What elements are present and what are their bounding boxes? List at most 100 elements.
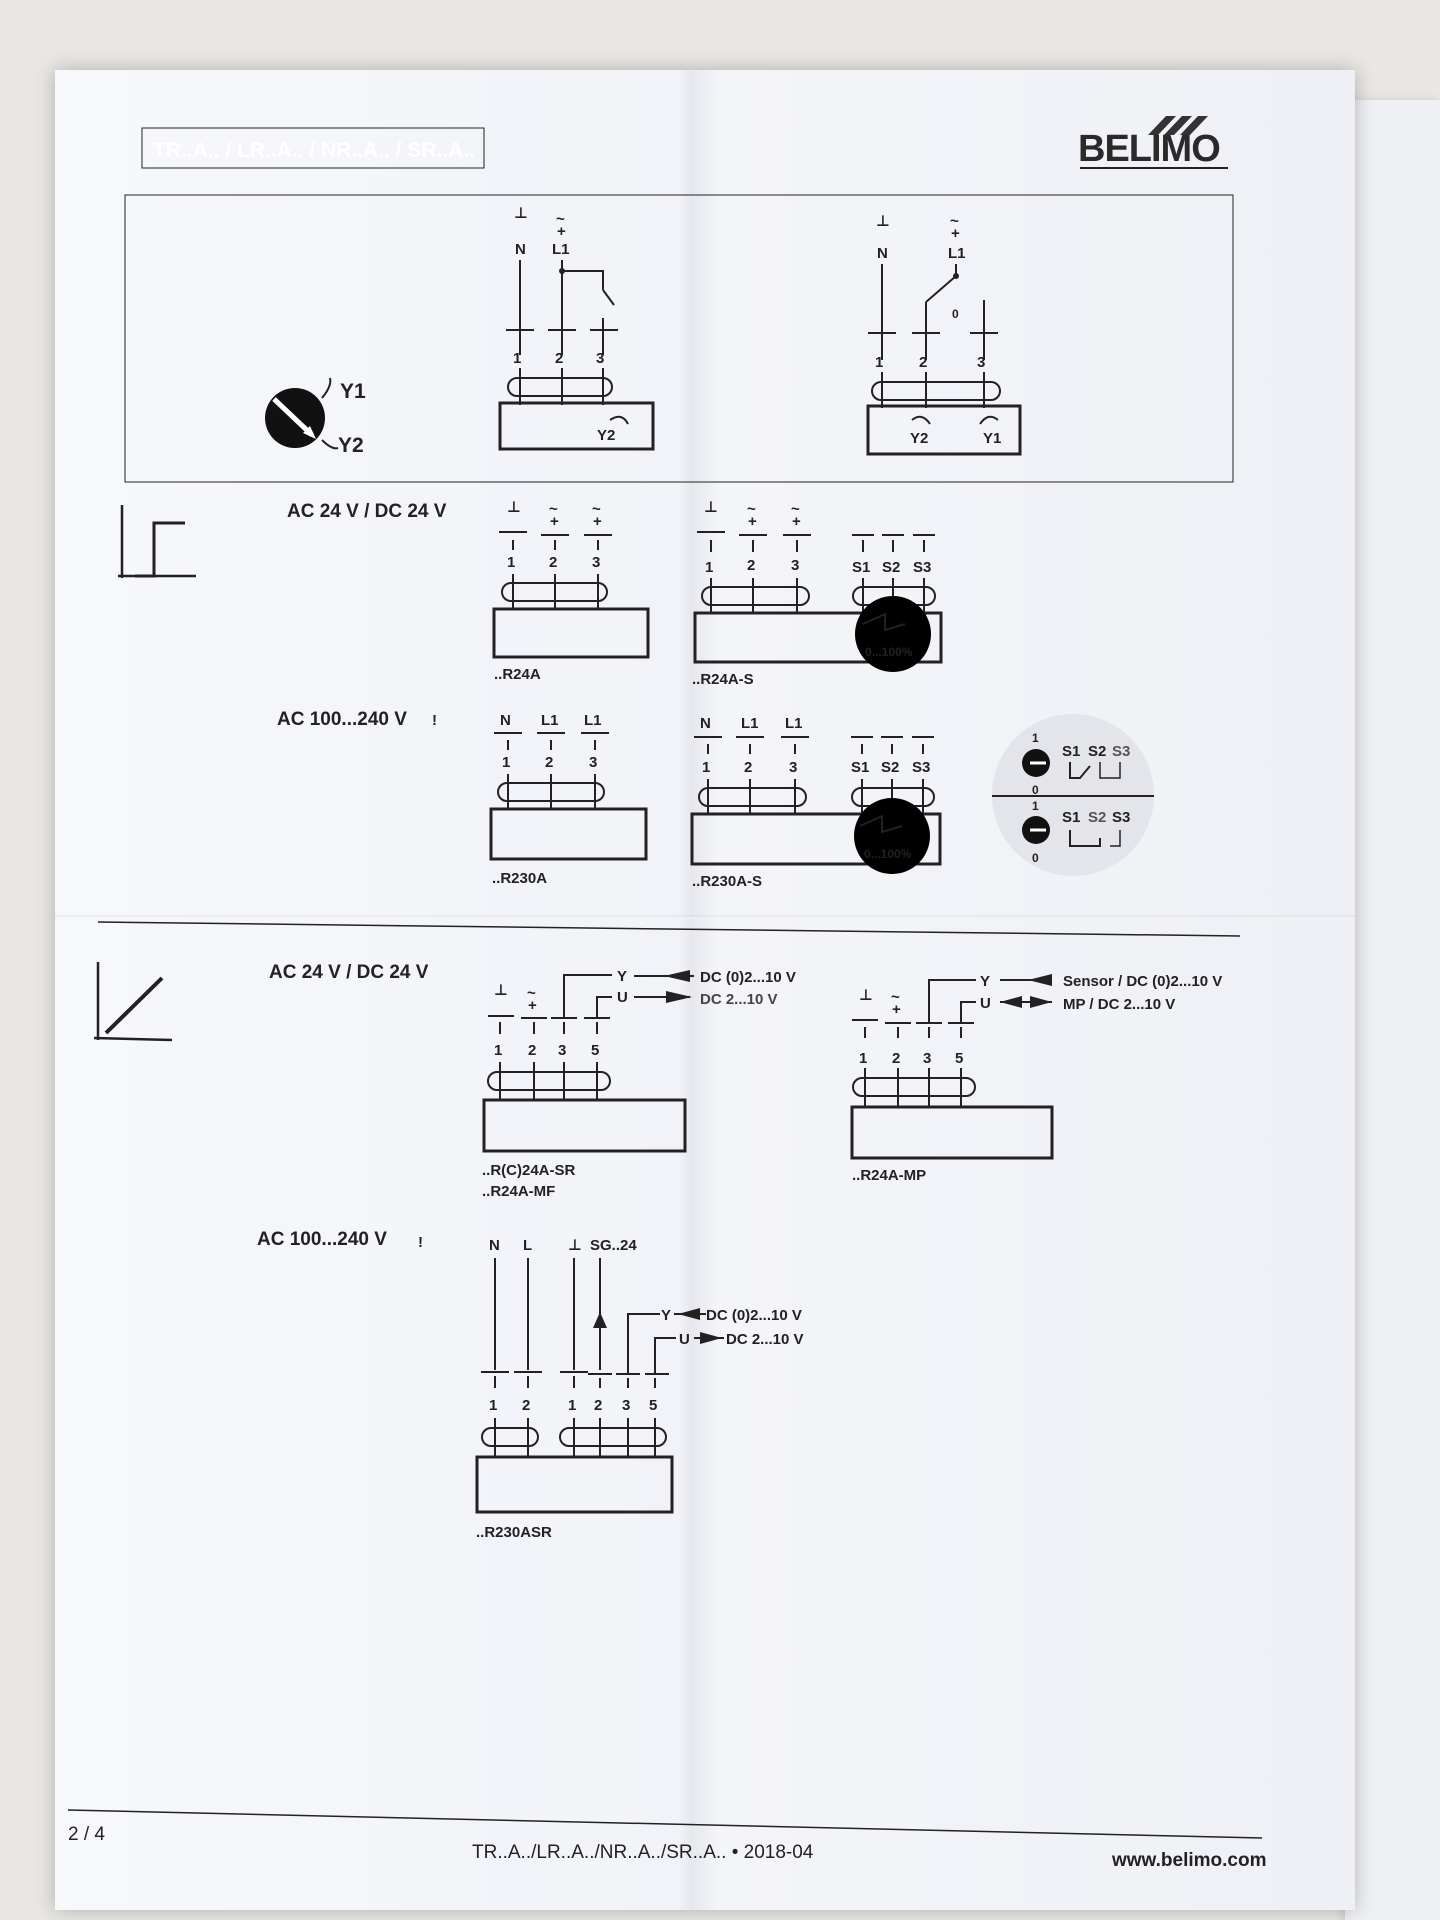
svg-text:+: + — [528, 997, 537, 1014]
diagram-mp: ⊥ ~+ Y U Sensor / DC (0)2...10 V MP / DC… — [850, 973, 1222, 1184]
model-sr: ..R(C)24A-SR — [482, 1162, 576, 1179]
svg-text:~: ~ — [950, 213, 959, 230]
svg-text:L1: L1 — [552, 241, 570, 258]
svg-text:S1: S1 — [852, 559, 870, 576]
svg-text:~: ~ — [791, 501, 800, 518]
onoff-icon — [118, 505, 196, 578]
svg-text:3: 3 — [789, 759, 797, 776]
svg-text:2: 2 — [555, 350, 563, 367]
svg-text:1: 1 — [1032, 799, 1039, 813]
paper-fold — [55, 915, 1355, 919]
document-id: TR..A../LR..A../NR..A../SR..A.. • 2018-0… — [472, 1842, 814, 1863]
svg-text:~: ~ — [556, 211, 565, 228]
svg-text:S1: S1 — [851, 759, 869, 776]
svg-text:3: 3 — [622, 1397, 630, 1414]
svg-text:1: 1 — [502, 754, 510, 771]
svg-text:+: + — [550, 513, 559, 530]
rotation-diagram-left: ⊥N ~+L1 1 2 3 Y2 — [498, 205, 655, 451]
model-r24a-s: ..R24A-S — [692, 671, 754, 688]
dial-r24a-s: 0...100% — [865, 645, 913, 659]
svg-text:⊥: ⊥ — [859, 987, 873, 1004]
model-r230a: ..R230A — [492, 870, 547, 887]
svg-text:1: 1 — [568, 1397, 576, 1414]
diagram-r230a-s: N L1 L1 1 2 3 S1 S2 S3 0...100% ..R230A-… — [690, 715, 942, 890]
svg-text:⊥: ⊥ — [876, 213, 890, 230]
svg-text:!: ! — [418, 1234, 423, 1251]
svg-text:1: 1 — [705, 559, 713, 576]
svg-text:N: N — [515, 241, 526, 258]
model-r230a-s: ..R230A-S — [692, 873, 762, 890]
rotation-panel — [124, 194, 1234, 483]
dial-r230a-s: 0...100% — [864, 847, 912, 861]
svg-text:~: ~ — [527, 985, 536, 1002]
svg-text:S3: S3 — [913, 559, 931, 576]
svg-text:~: ~ — [549, 501, 558, 518]
brand-name: BELIMO — [1078, 128, 1220, 170]
model-mp: ..R24A-MP — [852, 1167, 926, 1184]
svg-text:+: + — [748, 513, 757, 530]
svg-text:DC 2...10 V: DC 2...10 V — [700, 991, 778, 1008]
model-r24a: ..R24A — [494, 666, 541, 683]
svg-text:Y1: Y1 — [983, 430, 1001, 447]
svg-text:L1: L1 — [948, 245, 966, 262]
svg-text:2: 2 — [744, 759, 752, 776]
svg-text:L1: L1 — [541, 712, 559, 729]
mod-ac24-voltage: AC 24 V / DC 24 V — [269, 962, 429, 983]
svg-text:5: 5 — [591, 1042, 599, 1059]
diagram-r24a-s: ⊥ ~+ ~+ 1 2 3 S1 S2 S3 0...100% ..R24A-S — [692, 499, 943, 688]
svg-text:DC 2...10 V: DC 2...10 V — [726, 1331, 804, 1348]
belimo-logo: BELIMO — [1078, 116, 1228, 170]
svg-text:1: 1 — [859, 1050, 867, 1067]
diagram-r230asr: N L ⊥ SG..24 Y U DC (0)2...10 V DC 2...1… — [475, 1237, 804, 1541]
svg-text:S1: S1 — [1062, 743, 1080, 760]
svg-text:L: L — [523, 1237, 532, 1254]
svg-text:S2: S2 — [881, 759, 899, 776]
svg-text:L1: L1 — [584, 712, 602, 729]
svg-text:2: 2 — [545, 754, 553, 771]
svg-text:1: 1 — [494, 1042, 502, 1059]
aux-switch-detail: 1 0 1 0 S1 S2 S3 S1 S2 S3 — [992, 714, 1154, 876]
svg-text:S3: S3 — [1112, 809, 1130, 826]
svg-text:~: ~ — [891, 989, 900, 1006]
svg-text:1: 1 — [489, 1397, 497, 1414]
rotation-y2: Y2 — [338, 434, 364, 457]
svg-text:N: N — [877, 245, 888, 262]
warning-icon: ! — [432, 712, 437, 729]
svg-text:⊥: ⊥ — [514, 205, 528, 222]
svg-text:L1: L1 — [741, 715, 759, 732]
svg-text:S3: S3 — [912, 759, 930, 776]
svg-text:Y: Y — [617, 968, 627, 985]
svg-text:⊥: ⊥ — [507, 499, 521, 516]
adjacent-page-edge — [1345, 100, 1440, 1920]
svg-text:3: 3 — [791, 557, 799, 574]
onoff-ac230-voltage: AC 100...240 V — [277, 709, 407, 730]
svg-text:1: 1 — [507, 554, 515, 571]
svg-text:~: ~ — [747, 501, 756, 518]
svg-text:S2: S2 — [1088, 743, 1106, 760]
svg-text:N: N — [700, 715, 711, 732]
svg-text:2: 2 — [522, 1397, 530, 1414]
svg-text:⊥: ⊥ — [704, 499, 718, 516]
svg-text:DC (0)2...10 V: DC (0)2...10 V — [700, 969, 796, 986]
product-tag: TR..A.. / LR..A.. / NR..A.. / SR..A.. — [153, 139, 475, 162]
svg-text:U: U — [679, 1331, 690, 1348]
svg-text:Y: Y — [661, 1307, 671, 1324]
svg-text:!: ! — [432, 712, 437, 729]
svg-text:3: 3 — [923, 1050, 931, 1067]
svg-text:1: 1 — [1032, 731, 1039, 745]
rotation-direction-switch: Y1 Y2 — [265, 377, 366, 457]
svg-text:1: 1 — [513, 350, 521, 367]
svg-text:S1: S1 — [1062, 809, 1080, 826]
diagram-r230a: N L1 L1 1 2 3 ..R230A — [489, 712, 648, 887]
product-tag-box — [141, 127, 485, 169]
svg-text:L1: L1 — [785, 715, 803, 732]
svg-text:2: 2 — [919, 354, 927, 371]
svg-text:Y: Y — [980, 973, 990, 990]
diagram-r24a: ⊥ ~+ ~+ 1 2 3 ..R24A — [492, 499, 650, 683]
svg-text:0: 0 — [1032, 783, 1039, 797]
rotation-y1: Y1 — [340, 380, 366, 403]
svg-text:5: 5 — [649, 1397, 657, 1414]
svg-text:3: 3 — [589, 754, 597, 771]
svg-text:+: + — [951, 225, 960, 242]
svg-text:3: 3 — [558, 1042, 566, 1059]
